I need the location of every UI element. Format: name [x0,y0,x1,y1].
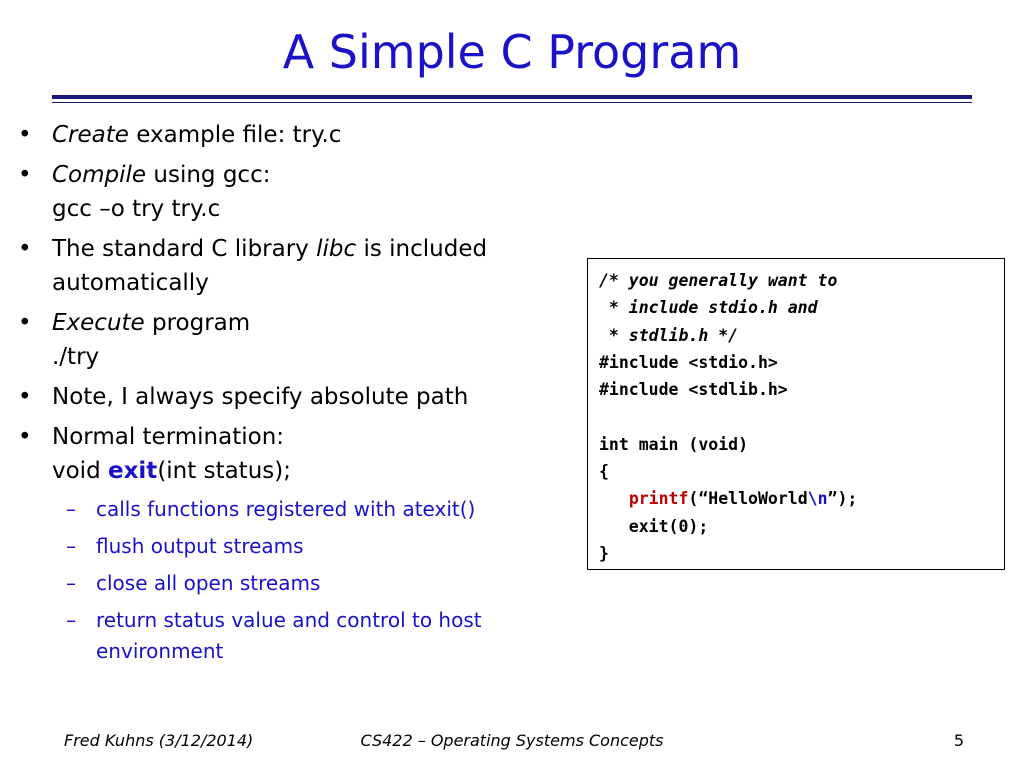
bullet-create: • Create example file: try.c [16,118,576,152]
code-include-line: #include <stdio.h> [599,352,778,372]
sub-bullet-marker: – [66,571,76,595]
sub-bullet-marker: – [66,534,76,558]
code-listing: /* you generally want to * include stdio… [599,267,857,567]
code-indent [599,489,629,508]
bullet-libc: • The standard C library libc is include… [16,232,576,300]
sub-bullet-flush: – flush output streams [16,531,576,562]
exit-signature-suffix: (int status); [157,458,291,484]
sub-bullet-return: – return status value and control to hos… [16,605,576,667]
sub-bullet-text: return status value and control to host … [96,608,482,663]
code-open-brace: { [599,462,609,482]
bullet-text: Note, I always specify absolute path [52,384,469,410]
exit-signature-prefix: void [52,458,108,484]
title-rule-thick [52,95,972,99]
footer-course: CS422 – Operating Systems Concepts [360,731,664,750]
code-box: /* you generally want to * include stdio… [587,258,1005,570]
bullet-text: example file: try.c [128,122,342,148]
bullet-text: program [144,310,251,336]
bullet-marker: • [18,424,32,450]
code-include-line: #include <stdlib.h> [599,380,788,400]
bullet-text: using gcc: [146,162,271,188]
code-newline-escape: \n [807,489,828,509]
code-close-brace: } [599,543,609,563]
bullet-text-continued: automatically [52,270,209,296]
footer-author: Fred Kuhns (3/12/2014) [64,731,254,750]
bullet-text: is included [356,236,488,262]
bullet-emphasis: libc [316,236,357,262]
bullet-emphasis: Create [52,122,129,148]
bullet-emphasis: Compile [52,162,147,188]
code-printf-function: printf [628,489,689,509]
code-comment-line: /* you generally want to [599,271,838,290]
code-comment-line: * include stdio.h and [599,298,818,318]
code-main-declaration: int main (void) [599,434,749,454]
title-rule-thin [52,102,972,103]
bullet-compile: • Compile using gcc: gcc –o try try.c [16,158,576,226]
bullet-marker: • [18,236,32,262]
bullet-text: Normal termination: [52,424,285,450]
bullet-marker: • [18,310,32,336]
exit-function-name: exit [107,458,158,484]
code-exit-call: exit(0); [599,516,709,536]
bullet-list: • Create example file: try.c • Compile u… [16,118,576,673]
sub-bullet-text: close all open streams [96,571,321,595]
sub-bullet-close: – close all open streams [16,568,576,599]
compile-command: gcc –o try try.c [52,196,221,222]
bullet-marker: • [18,122,32,148]
bullet-marker: • [18,162,32,188]
slide-title: A Simple C Program [282,25,742,79]
execute-command: ./try [52,344,100,370]
bullet-marker: • [18,384,32,410]
sub-bullet-marker: – [66,608,76,632]
code-comment-line: * stdlib.h */ [599,325,739,345]
sub-bullet-text: flush output streams [96,534,304,558]
bullet-termination: • Normal termination: void exit(int stat… [16,420,576,488]
bullet-note: • Note, I always specify absolute path [16,380,576,414]
sub-bullet-marker: – [66,497,76,521]
bullet-emphasis: Execute [52,310,145,336]
code-printf-args: (“HelloWorld [688,489,808,509]
sub-bullet-text: calls functions registered with atexit() [96,497,476,521]
code-printf-close: ”); [827,489,858,509]
footer-page-number: 5 [953,731,964,750]
bullet-text: The standard C library [52,236,317,262]
sub-bullet-atexit: – calls functions registered with atexit… [16,494,576,525]
bullet-execute: • Execute program ./try [16,306,576,374]
